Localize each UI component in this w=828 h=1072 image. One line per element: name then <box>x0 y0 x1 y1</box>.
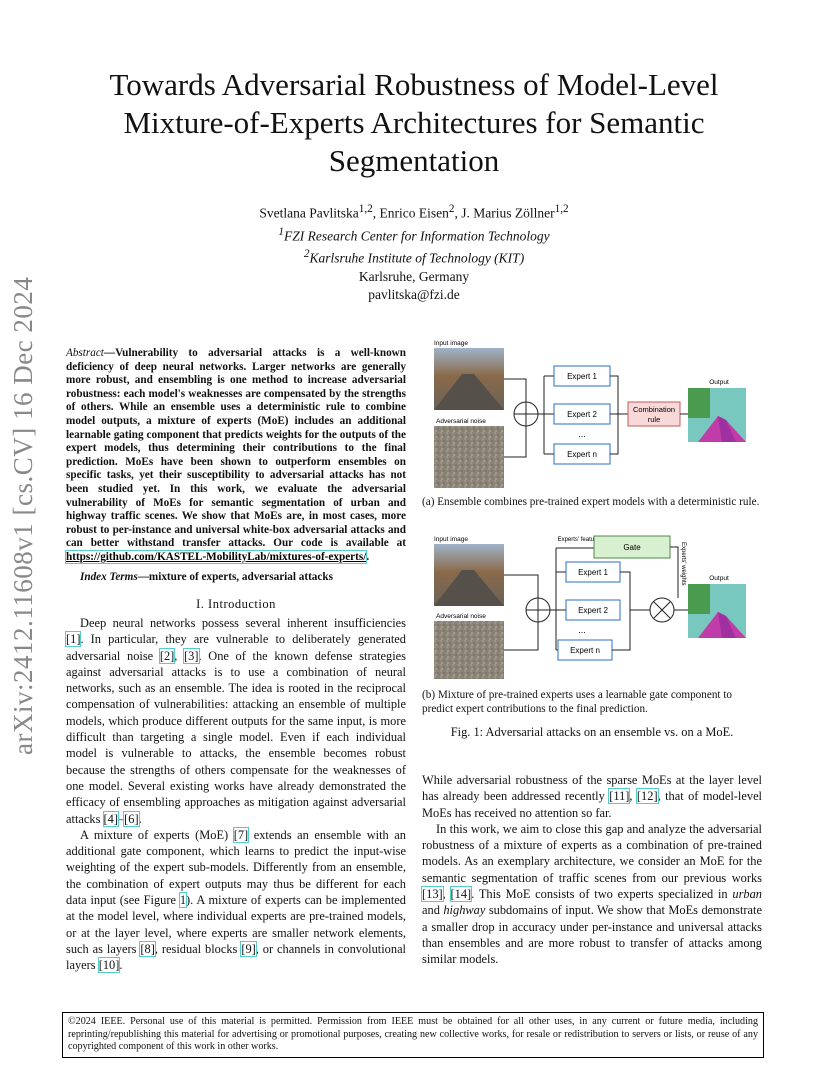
author-1-sup: 1,2 <box>358 203 373 215</box>
fig-b-expert-2 <box>565 599 621 621</box>
author-2-sup: 2 <box>448 203 455 215</box>
citation-8[interactable]: [8] <box>139 940 156 957</box>
paper-title: Towards Adversarial Robustness of Model-… <box>109 67 719 178</box>
aff1-sup: 1 <box>278 225 284 238</box>
author-3: J. Marius Zöllner <box>461 205 555 221</box>
index-terms-label: Index Terms <box>80 571 138 583</box>
author-1: Svetlana Pavlitska <box>259 205 359 221</box>
citation-11[interactable]: [11] <box>608 788 631 805</box>
section-heading-introduction: I. Introduction <box>196 597 276 611</box>
fig-a-output-label: Output <box>709 379 729 386</box>
copyright-notice: ©2024 IEEE. Personal use of this materia… <box>62 1012 764 1058</box>
fig-b-weights-label: Experts' weights <box>680 542 686 586</box>
fig-a-comb-label-2: rule <box>648 415 661 424</box>
citation-13[interactable]: [13] <box>421 886 444 903</box>
citation-2[interactable]: [2] <box>158 647 176 664</box>
arxiv-stamp: arXiv:2412.11608v1 [cs.CV] 16 Dec 2024 <box>8 276 38 755</box>
citation-9[interactable]: [9] <box>240 940 257 957</box>
aff2-text: Karlsruhe Institute of Technology (KIT) <box>309 250 525 266</box>
author-3-sup: 1,2 <box>554 203 569 215</box>
fig-a-combination-rule <box>627 401 681 427</box>
fig-b-output-label: Output <box>709 575 729 582</box>
right-paragraph-1: While adversarial robustness of the spar… <box>422 773 763 820</box>
figure-1b-diagram: Input image Adversarial noise Experts' f… <box>434 535 746 679</box>
intro-paragraph-1: Deep neural networks possess several inh… <box>64 616 406 827</box>
citation-6[interactable]: [6] <box>123 810 140 827</box>
figure-1a-caption: (a) Ensemble combines pre-trained expert… <box>422 496 760 508</box>
figure-1b-caption: (b) Mixture of pre-trained experts uses … <box>422 689 733 715</box>
fig-a-noise-image <box>434 426 504 488</box>
fig-b-expert-1-label: Expert 1 <box>578 568 608 577</box>
figure-1-caption: Fig. 1: Adversarial attacks on an ensemb… <box>450 725 734 739</box>
figure-1a-diagram: Input image Adversarial noise Expert 1 E… <box>434 340 746 488</box>
fig-a-input-label: Input image <box>434 340 468 347</box>
fig-b-gate-label: Gate <box>623 543 641 552</box>
fig-b-expert-2-label: Expert 2 <box>578 606 608 615</box>
figure-ref-1[interactable]: 1 <box>178 892 188 909</box>
fig-b-input-label: Input image <box>434 536 468 543</box>
code-link[interactable]: https://github.com/KASTEL-MobilityLab/mi… <box>64 549 368 564</box>
affiliation-1: 1FZI Research Center for Information Tec… <box>60 223 768 246</box>
email: pavlitska@fzi.de <box>368 286 460 302</box>
citation-7[interactable]: [7] <box>232 826 250 843</box>
fig-b-features-label: Experts' features <box>558 537 603 543</box>
author-block: Svetlana Pavlitska1,2, Enrico Eisen2, J.… <box>60 200 768 304</box>
affiliation-2: 2Karlsruhe Institute of Technology (KIT) <box>60 245 768 268</box>
citation-14[interactable]: [14] <box>449 886 473 903</box>
abstract-label: Abstract <box>66 347 104 359</box>
aff2-sup: 2 <box>303 248 310 260</box>
intro-paragraph-2: A mixture of experts (MoE) [7] extends a… <box>66 826 407 974</box>
abstract-dash: — <box>103 347 116 359</box>
fig-b-expert-n-label: Expert n <box>570 646 600 655</box>
citation-3[interactable]: [3] <box>183 647 200 664</box>
citation-10[interactable]: [10] <box>97 957 121 974</box>
urban-word: urban <box>732 887 762 902</box>
fig-a-expert-2-label: Expert 2 <box>567 410 597 419</box>
highway-word: highway <box>443 903 486 918</box>
citation-12[interactable]: [12] <box>635 788 659 805</box>
fig-a-comb-label-1: Combination <box>633 405 675 414</box>
right-paragraph-2: In this work, we aim to close this gap a… <box>421 821 762 967</box>
index-terms-text: —mixture of experts, adversarial attacks <box>137 571 333 583</box>
city: Karlsruhe, Germany <box>358 268 470 284</box>
intro-text: Deep neural networks possess several inh… <box>64 615 407 974</box>
abstract: Abstract—Vulnerability to adversarial at… <box>64 347 406 565</box>
index-terms: Index Terms—mixture of experts, adversar… <box>66 570 420 584</box>
abstract-text: Vulnerability to adversarial attacks is … <box>66 347 406 550</box>
fig-a-road <box>434 374 504 410</box>
abstract-end: . <box>366 550 370 563</box>
citation-4[interactable]: [4] <box>102 810 119 827</box>
fig-b-noise-image <box>434 621 504 679</box>
fig-a-dots: ... <box>578 429 586 439</box>
fig-a-expert-1-label: Expert 1 <box>567 372 597 381</box>
fig-b-dots: ... <box>578 625 586 635</box>
fig-a-noise-label: Adversarial noise <box>436 418 486 425</box>
fig-b-noise-label: Adversarial noise <box>436 613 486 620</box>
author-2: Enrico Eisen <box>379 205 449 221</box>
right-column-text: While adversarial robustness of the spar… <box>421 772 763 968</box>
citation-1[interactable]: [1] <box>64 631 82 648</box>
fig-a-expert-n-label: Expert n <box>567 450 597 459</box>
author-names: Svetlana Pavlitska1,2, Enrico Eisen2, J.… <box>259 203 569 221</box>
aff1-text: FZI Research Center for Information Tech… <box>284 228 550 243</box>
